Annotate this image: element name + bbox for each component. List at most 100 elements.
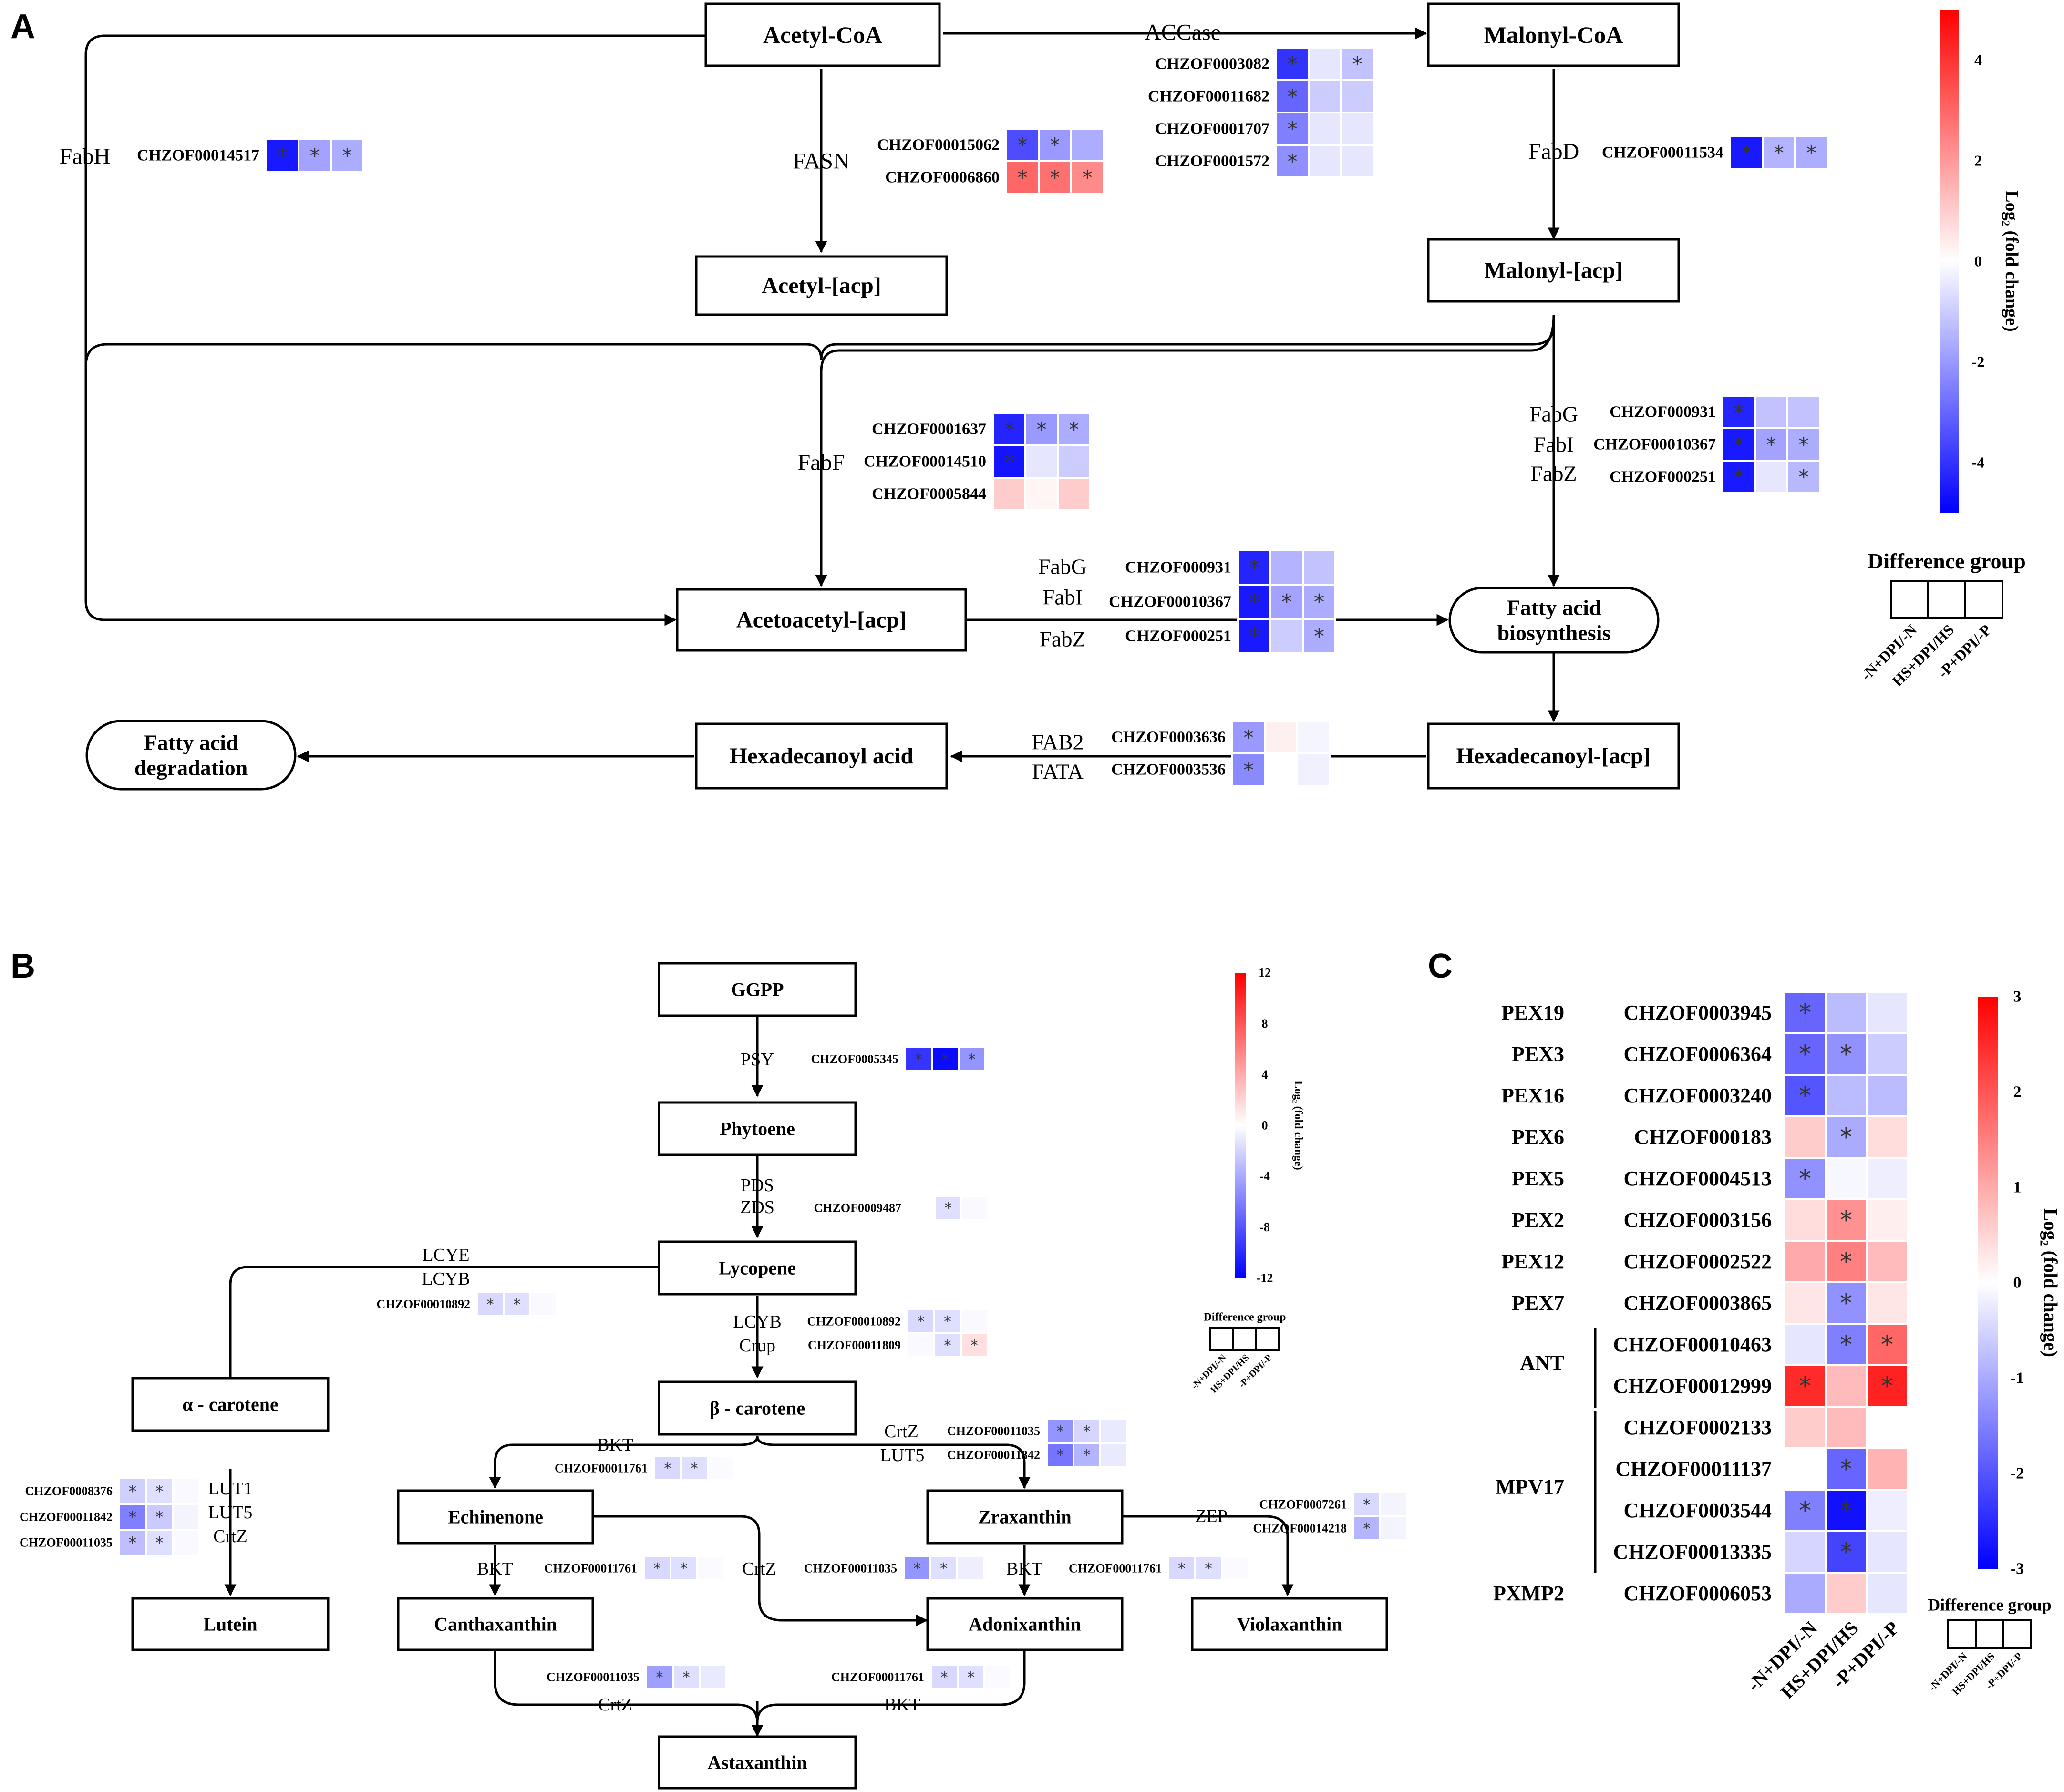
psy-significance-star: * (968, 1051, 976, 1068)
fabf-heat-cell (1057, 444, 1091, 479)
beta-echinenone (489, 1436, 759, 1489)
lycopene-label: Lycopene (719, 1257, 796, 1279)
panel-c-gene-family: PXMP2 (1493, 1582, 1564, 1605)
adonixanthin-box (926, 1597, 1124, 1651)
panel-c-heat-cell (1866, 1032, 1909, 1076)
fab-mid-significance-star: * (1249, 556, 1259, 580)
acetyl-coa-box (704, 2, 941, 67)
panel-c-gene-family: PEX7 (1512, 1291, 1564, 1315)
lcyb-crup-significance-star: * (917, 1313, 925, 1330)
panel-a-colorbar-tick: 2 (1974, 152, 1982, 169)
bkt-beta-heat-cell (707, 1455, 735, 1481)
fasn-heat-cell (1038, 128, 1072, 162)
zep-heat-cell (1379, 1492, 1408, 1517)
zds-significance-star: * (944, 1200, 952, 1217)
enzyme-bkt-bottom: BKT (884, 1695, 920, 1715)
fabf-heat-cell (1024, 477, 1059, 511)
fasn-significance-star: * (1017, 166, 1027, 189)
enzyme-crtz-lutein: CrtZ (213, 1526, 248, 1546)
fab-right-significance-star: * (1766, 433, 1776, 456)
enzyme-lut1: LUT1 (208, 1479, 253, 1499)
fasn-heat-cell (1005, 128, 1040, 162)
zep-significance-star: * (1363, 1496, 1371, 1514)
lut-heat-cell (145, 1529, 174, 1556)
fasn-significance-star: * (1017, 134, 1027, 157)
acetoacetyl-acp-box (676, 588, 967, 652)
fab-right-heat-cell (1722, 427, 1756, 462)
panel-c-colorbar-tick: -2 (2011, 1465, 2024, 1483)
panel-c-heat-cell (1784, 1281, 1827, 1325)
panel-c-heat-cell (1866, 1198, 1909, 1242)
panel-c-significance-star: * (1840, 1289, 1852, 1318)
panel-b-colorbar-tick: 8 (1262, 1017, 1268, 1030)
panel-c-heat-cell (1825, 1157, 1868, 1200)
lut-significance-star: * (155, 1508, 164, 1526)
panel-c-gene-id: CHZOF00011137 (1615, 1457, 1772, 1481)
enzyme-lcyb-left: LCYB (422, 1269, 470, 1289)
panel-c-gene-id: CHZOF0004513 (1624, 1167, 1772, 1190)
panel-c-group-ant: ANT (1520, 1351, 1564, 1375)
accase-significance-star: * (1287, 150, 1297, 173)
enzyme-pds: PDS (741, 1175, 774, 1195)
bkt-echinenone-significance-star: * (653, 1560, 661, 1577)
fab-mid-heat-cell (1302, 584, 1336, 620)
malonyl-loop-top (84, 324, 1555, 367)
panel-b-legend-cell (1232, 1327, 1257, 1351)
panel-a-colorbar-tick: 0 (1974, 253, 1982, 270)
enzyme-fabz-right: FabZ (1530, 462, 1577, 486)
panel-c-colorbar-tick: 1 (2013, 1179, 2022, 1196)
crtz-lut5-heat-cell (1099, 1418, 1128, 1444)
fab-right-heat-cell (1786, 460, 1821, 494)
bkt-beta-heat-cell (680, 1455, 709, 1481)
panel-c-heat-cell (1866, 1489, 1909, 1532)
accase-heat-cell (1340, 112, 1374, 146)
acetoacetyl-acp-label: Acetoacetyl-[acp] (736, 608, 907, 633)
panel-c-gene-id: CHZOF000183 (1634, 1125, 1772, 1149)
panel-b-colorbar-title: Log₂ (fold change) (1292, 1081, 1304, 1170)
zep-heat-cell (1352, 1515, 1381, 1541)
hexadecanoyl-acp-label: Hexadecanoyl-[acp] (1456, 743, 1651, 769)
fab2-fata-gene-id: CHZOF0003636 (1111, 729, 1226, 746)
violaxanthin-box (1191, 1597, 1388, 1651)
bkt-bottom-significance-star: * (967, 1669, 975, 1686)
fab-right-heat-cell (1754, 460, 1788, 494)
lut-gene-id: CHZOF00011842 (20, 1510, 113, 1524)
panel-a-legend-cell (1964, 580, 2003, 619)
panel-c-heat-cell (1784, 1198, 1827, 1242)
zep-gene-id: CHZOF0007261 (1259, 1498, 1347, 1512)
crtz-lut5-gene-id: CHZOF00011842 (947, 1448, 1040, 1462)
panel-c-heat-cell (1825, 1447, 1868, 1491)
panel-c-heat-cell (1784, 1157, 1827, 1200)
fabh-significance-star: * (342, 144, 352, 167)
fabf-heat-cell (992, 477, 1026, 511)
panel-b-colorbar-tick: -8 (1259, 1220, 1270, 1234)
panel-c-gene-id: CHZOF00013335 (1613, 1540, 1772, 1564)
panel-c-significance-star: * (1799, 1040, 1811, 1069)
panel-c-heat-cell (1784, 1240, 1827, 1283)
fab2-fata-heat-cell (1296, 752, 1331, 787)
crtz-lut5-heat-cell (1099, 1442, 1128, 1468)
crtz-bottom-significance-star: * (682, 1669, 690, 1686)
lcy-left-heat-cell (529, 1291, 558, 1317)
panel-c-legend-cell (1947, 1619, 1977, 1649)
psy-significance-star: * (941, 1051, 949, 1068)
enzyme-fab2: FAB2 (1032, 730, 1084, 754)
canthaxanthin-label: Canthaxanthin (434, 1614, 557, 1635)
crtz-bottom-gene-id: CHZOF00011035 (547, 1670, 640, 1684)
panel-c-heat-cell (1825, 1572, 1868, 1615)
accase-heat-cell (1275, 144, 1310, 178)
panel-c-heat-cell (1825, 1406, 1868, 1449)
fab2-fata-heat-cell (1264, 752, 1298, 787)
enzyme-lcyb: LCYB (733, 1312, 781, 1332)
psy-significance-star: * (915, 1051, 922, 1068)
lcyb-crup-gene-id: CHZOF00011809 (808, 1339, 901, 1352)
panel-c-colorbar-tick: 3 (2013, 988, 2022, 1006)
panel-c-heat-cell (1784, 1115, 1827, 1159)
panel-c-label: C (1428, 947, 1453, 985)
lut-heat-cell (172, 1503, 200, 1531)
zep-heat-cell (1352, 1492, 1381, 1517)
ggpp-box (658, 962, 857, 1017)
panel-a-colorbar-tick: 4 (1974, 51, 1982, 69)
lut-gene-id: CHZOF00011035 (20, 1536, 113, 1550)
panel-c-significance-star: * (1799, 1165, 1811, 1194)
